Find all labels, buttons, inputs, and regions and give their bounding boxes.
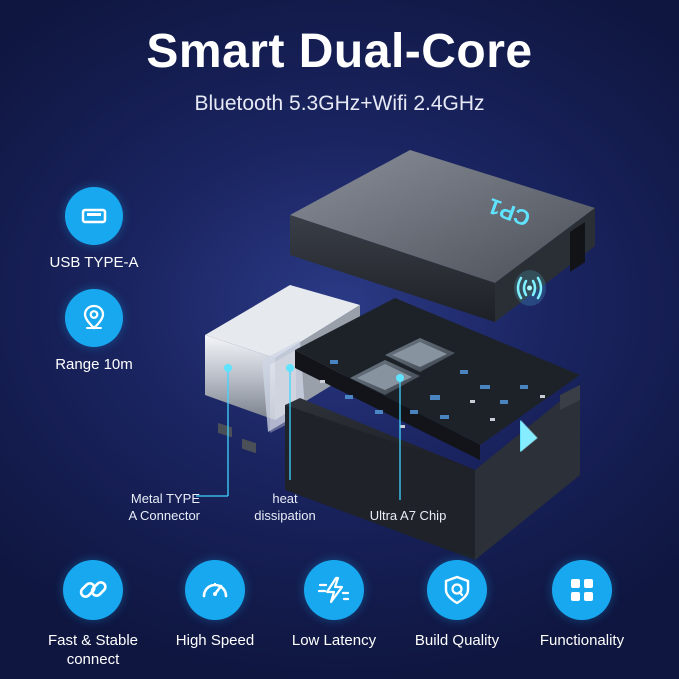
callout-heat-dissipation: heat dissipation [254, 491, 316, 523]
callout-chip: Ultra A7 Chip [369, 508, 447, 523]
feature-functionality: Functionality [517, 560, 647, 650]
lightning-icon [304, 560, 364, 620]
chip-main [385, 338, 455, 372]
feature-fast-stable: Fast & Stable connect [28, 560, 158, 669]
feature-build-quality: Build Quality [392, 560, 522, 650]
bottom-shell [285, 385, 580, 560]
circuit-board [295, 298, 580, 460]
page-subtitle: Bluetooth 5.3GHz+Wifi 2.4GHz [194, 92, 485, 115]
wireless-signal-icon [514, 270, 546, 306]
link-icon [63, 560, 123, 620]
chip-secondary [350, 360, 420, 395]
shield-quality-icon [427, 560, 487, 620]
feature-label: USB TYPE-A [49, 254, 139, 271]
location-pin-icon [65, 289, 123, 347]
feature-low-latency: Low Latency [269, 560, 399, 650]
feature-label: Range 10m [55, 356, 133, 373]
feature-usb-type-a: USB TYPE-A [34, 187, 154, 271]
speedometer-icon [185, 560, 245, 620]
usb-icon [65, 187, 123, 245]
feature-range: Range 10m [34, 289, 154, 373]
grid-apps-icon [552, 560, 612, 620]
callout-metal-connector: Metal TYPE A Connector [128, 491, 200, 523]
top-cap: CP1 [290, 150, 595, 322]
feature-high-speed: High Speed [150, 560, 280, 650]
page-title: Smart Dual-Core [146, 25, 533, 78]
